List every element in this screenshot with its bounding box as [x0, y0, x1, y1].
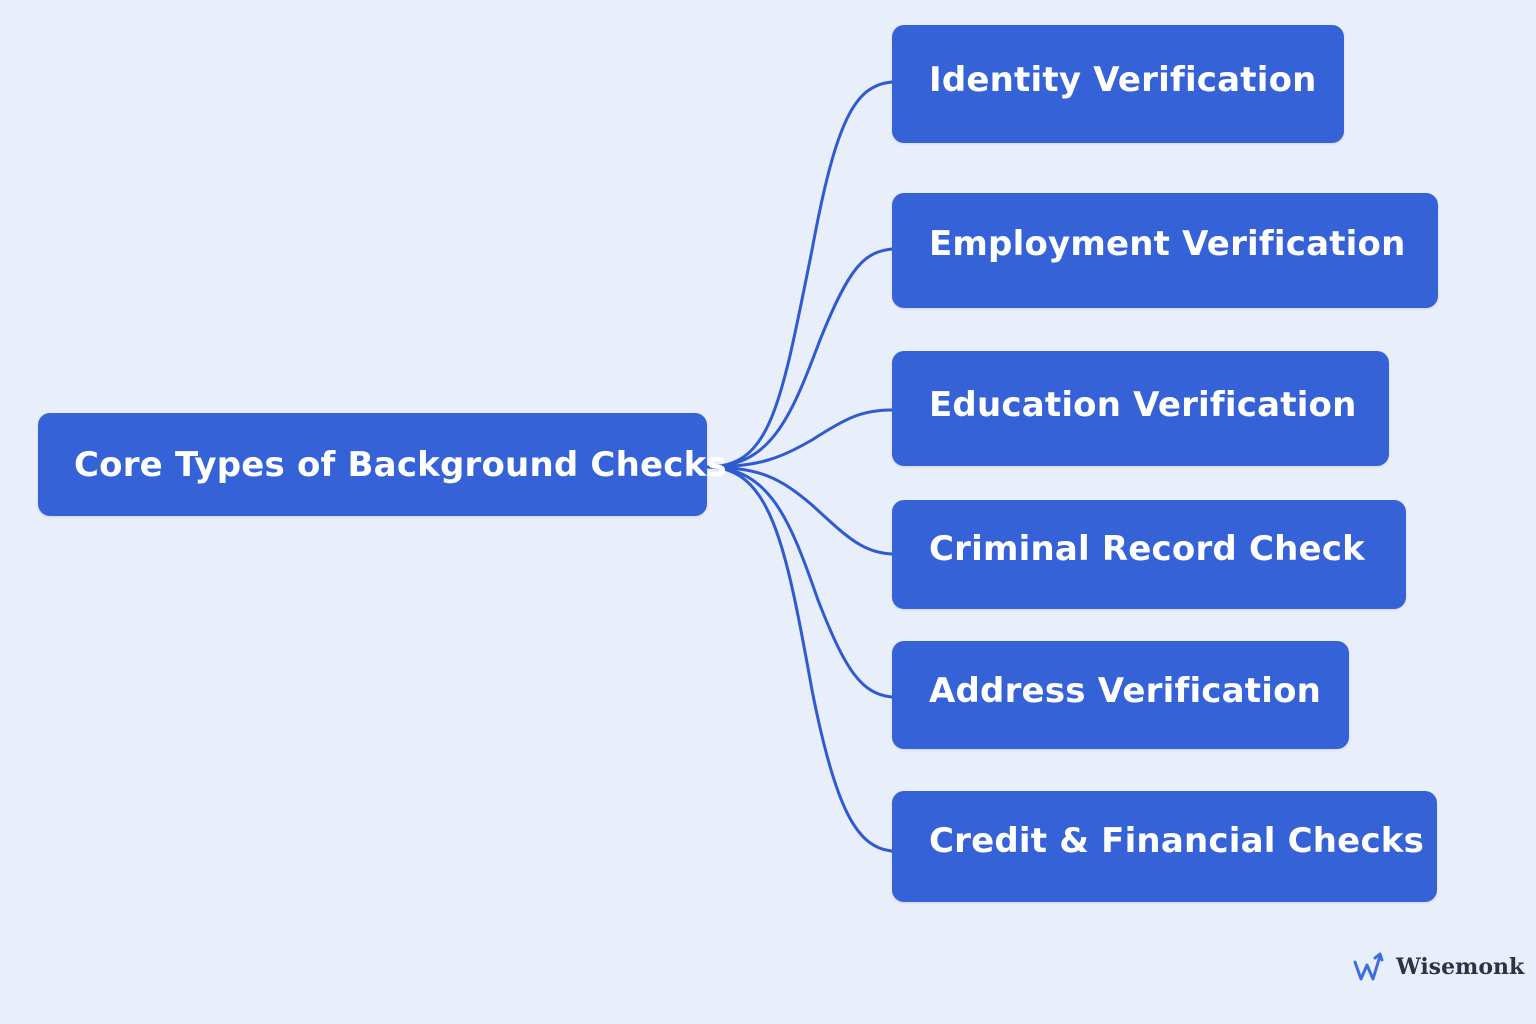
node-criminal-record-check: Criminal Record Check	[892, 500, 1406, 609]
connector-identity-verification	[705, 80, 894, 469]
node-education-verification: Education Verification	[892, 351, 1389, 466]
node-identity-verification: Identity Verification	[892, 25, 1344, 143]
connector-address-verification	[705, 465, 894, 699]
node-address-verification: Address Verification	[892, 641, 1349, 749]
root-node: Core Types of Background Checks	[38, 413, 727, 516]
node-label: Credit & Financial Checks	[929, 821, 1425, 861]
node-label: Criminal Record Check	[929, 529, 1365, 569]
node-label: Employment Verification	[929, 223, 1406, 264]
wisemonk-logo-icon	[1353, 952, 1384, 981]
root-node-label: Core Types of Background Checks	[74, 444, 727, 485]
node-credit-financial-checks: Credit & Financial Checks	[892, 791, 1437, 902]
brand-watermark: Wisemonk	[1352, 947, 1524, 987]
node-label: Identity Verification	[929, 59, 1317, 100]
connector-criminal-record-check	[705, 465, 894, 556]
connector-education-verification	[705, 408, 894, 469]
node-employment-verification: Employment Verification	[892, 193, 1438, 308]
brand-name: Wisemonk	[1396, 954, 1525, 980]
node-label: Education Verification	[929, 384, 1357, 425]
connector-employment-verification	[705, 247, 894, 469]
node-label: Address Verification	[929, 670, 1322, 711]
connector-credit-financial-checks	[705, 465, 894, 853]
